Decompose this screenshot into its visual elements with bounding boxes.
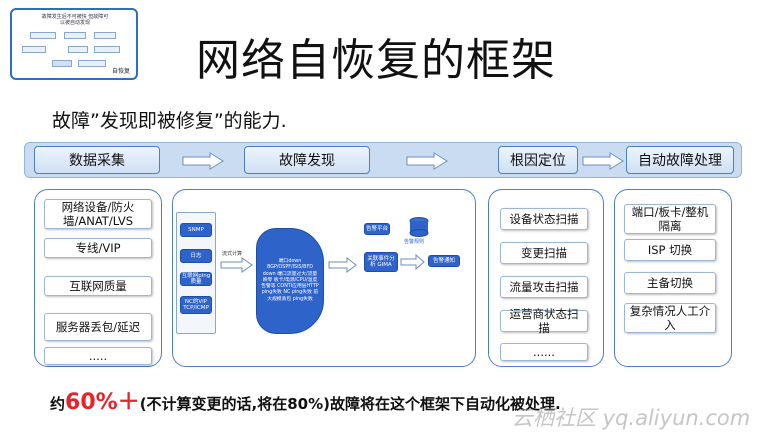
root-cause-item: 设备状态扫描 [500, 208, 588, 230]
thumbnail-box [22, 46, 46, 53]
footer-prefix: 约 [50, 395, 66, 413]
alarm-notice: 告警通知 [428, 255, 460, 267]
step-fault-discovery: 故障发现 [244, 146, 370, 174]
source-nc-vip: NC的VIP TCP/ICMP [180, 296, 212, 314]
thumbnail-box [30, 32, 56, 39]
arrow-icon [182, 152, 224, 170]
footer-summary: 约60%＋(不计算变更的话,将在80%)故障将在这个框架下自动化被处理. [50, 384, 561, 416]
thumbnail-box [64, 32, 86, 39]
thumbnail-box [52, 60, 72, 67]
arrow-icon [400, 254, 425, 270]
thumbnail-text: 故障发生后不可被快 但故障可以被自动发现 [41, 14, 109, 26]
slide-subtitle: 故障”发现即被修复”的能力. [52, 110, 287, 132]
thumbnail-box [94, 46, 120, 53]
slide-title: 网络自恢复的框架 [196, 35, 556, 86]
collection-item: 互联网质量 [44, 276, 152, 296]
root-cause-item: 流量攻击扫描 [500, 276, 588, 298]
handling-item: 主备切换 [624, 272, 716, 294]
rule-engine: 端口down BGP/OSPF/ISIS/BFD down 端口流量过大/流量跌… [256, 228, 324, 334]
thumbnail-box [94, 32, 116, 39]
handling-item: 端口/板卡/整机隔离 [624, 204, 716, 234]
footer-text: (不计算变更的话,将在80%)故障将在这个框架下自动化被处理. [139, 395, 561, 413]
thumbnail-box [78, 60, 106, 67]
root-cause-item: ...... [500, 343, 588, 361]
handling-item: ISP 切换 [624, 239, 716, 261]
database-icon [409, 217, 429, 237]
arrow-icon [406, 152, 448, 170]
footer-percent: 60%＋ [65, 390, 140, 415]
step-data-collection: 数据采集 [34, 146, 160, 174]
source-ping: 互联网ping质量 [180, 272, 212, 286]
collection-item: ..... [44, 347, 152, 365]
flow-label: 流式计算 [222, 251, 243, 257]
handling-item: 复杂情况人工介入 [624, 303, 716, 333]
collection-item: 网络设备/防火墙/ANAT/LVS [44, 199, 152, 229]
collection-item: 服务器丢包/延迟 [44, 313, 152, 341]
thumbnail-tag: 自恢复 [111, 68, 130, 75]
thumbnail-box [68, 46, 88, 53]
source-log: 日志 [180, 249, 212, 263]
storage-label: 告警规则 [404, 239, 425, 245]
source-snmp: SNMP [180, 223, 212, 237]
alarm-platform: 告警平台 [364, 223, 390, 235]
step-root-cause: 根因定位 [498, 146, 578, 174]
correlation-box: 关联事件分析 GIMA [364, 252, 398, 272]
root-cause-item: 变更扫描 [500, 242, 588, 264]
step-auto-handling: 自动故障处理 [626, 146, 734, 174]
collection-item: 专线/VIP [44, 238, 152, 258]
arrow-icon [220, 257, 253, 273]
arrow-icon [328, 256, 357, 274]
slide-thumbnail: 故障发生后不可被快 但故障可以被自动发现 自恢复 [10, 8, 138, 80]
fault-discovery-panel [172, 189, 476, 367]
root-cause-item: 运营商状态扫描 [500, 307, 588, 335]
watermark: 云栖社区 yq.aliyun.com [512, 406, 751, 430]
arrow-icon [582, 152, 624, 170]
